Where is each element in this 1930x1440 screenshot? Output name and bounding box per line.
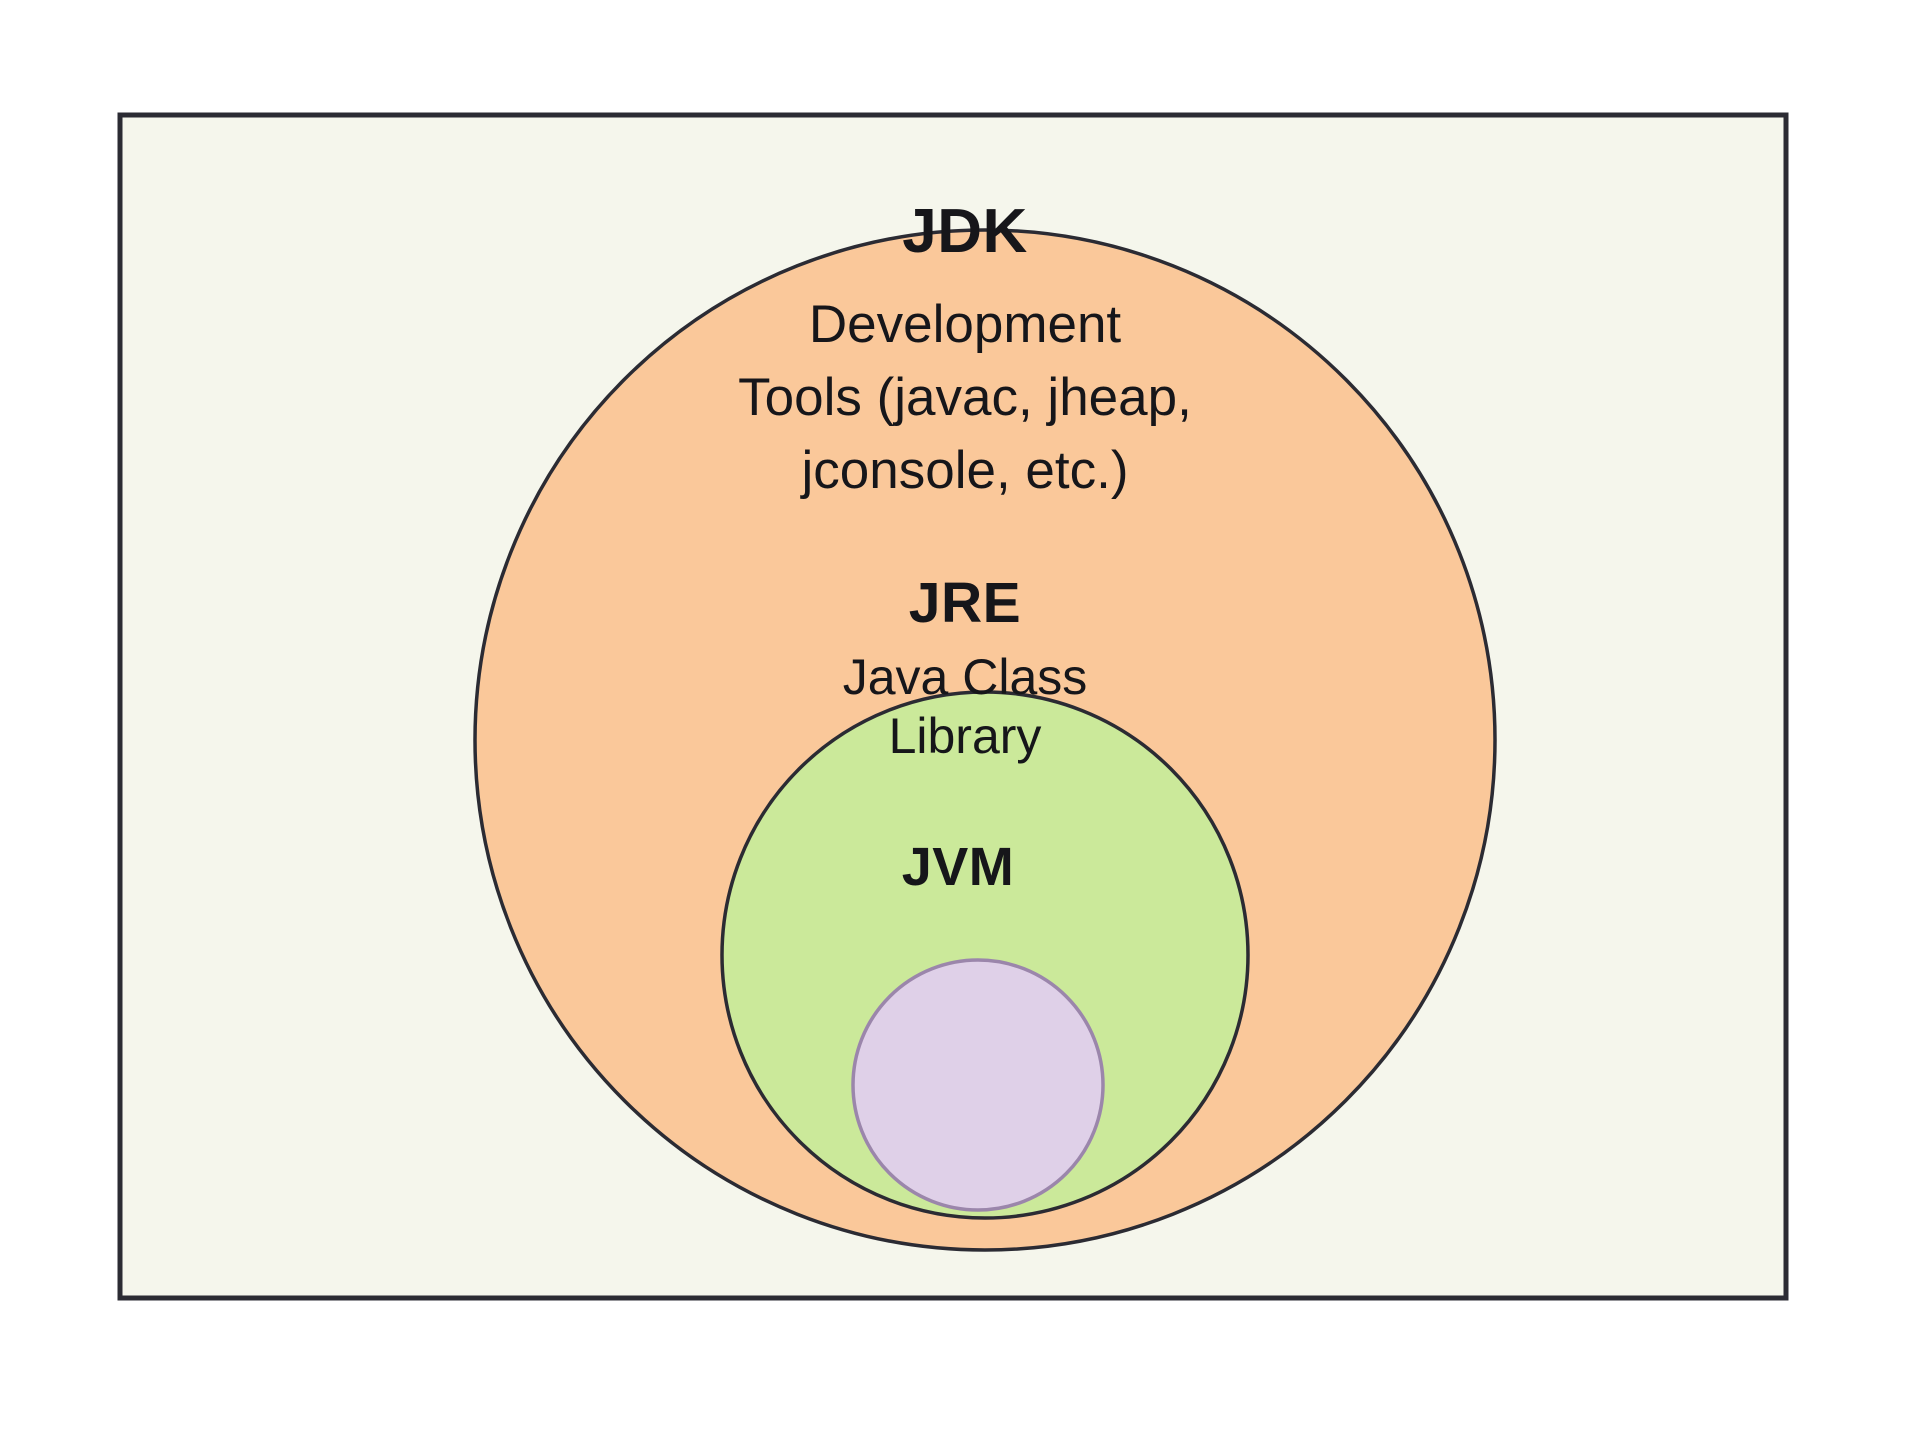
- jdk-description-line-1: Development: [808, 295, 1122, 354]
- jre-description: Java Class Library: [0, 648, 1930, 766]
- jvm-title-label: JVM: [901, 837, 1015, 897]
- jre-description-line-1: Java Class: [842, 649, 1088, 705]
- jdk-title-label: JDK: [902, 197, 1028, 266]
- jdk-description-line-3: jconsole, etc.): [801, 441, 1129, 500]
- jvm-circle[interactable]: [851, 958, 1105, 1212]
- jre-title-label: JRE: [908, 571, 1022, 635]
- jdk-description: Development Tools (javac, jheap, jconsol…: [0, 288, 1930, 507]
- jre-description-line-2: Library: [888, 708, 1042, 764]
- jdk-description-line-2: Tools (javac, jheap,: [738, 368, 1192, 427]
